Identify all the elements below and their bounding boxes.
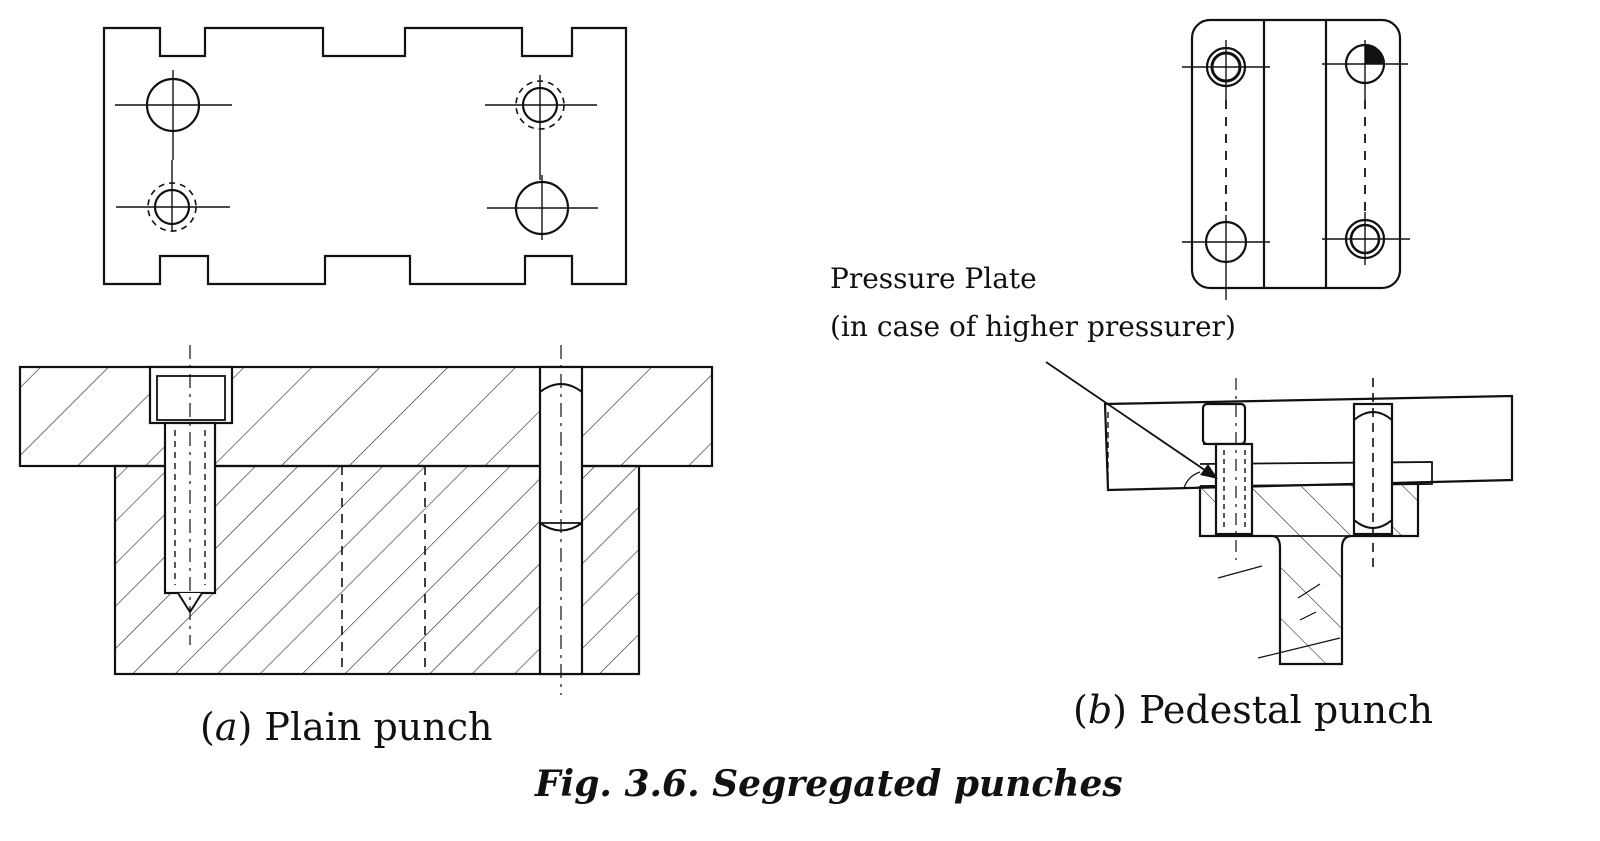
caption-a-letter: a <box>214 705 238 749</box>
caption-b-text: Pedestal punch <box>1139 688 1433 732</box>
screw-shank <box>163 421 217 595</box>
plain-punch-section-view <box>18 345 714 695</box>
pedestal-punch-plan-view <box>1182 18 1410 300</box>
caption-pedestal-punch: (b) Pedestal punch <box>1073 688 1433 732</box>
leader-arrowhead <box>1200 464 1218 479</box>
caption-a-text: Plain punch <box>264 705 493 749</box>
backing-plate <box>18 365 714 468</box>
figure-caption: Fig. 3.6. Segregated punches <box>535 763 1123 805</box>
plain-punch-plate-outline <box>102 26 628 286</box>
pedestal-plate-outline <box>1190 18 1402 290</box>
plain-punch-plan-view <box>102 26 628 286</box>
pressure-plate-note: (in case of higher pressurer) <box>830 310 1236 343</box>
screw-shank <box>1214 442 1254 536</box>
screw-head <box>1201 402 1247 446</box>
pressure-plate-label-line2: (in case of higher pressurer) <box>830 310 1236 343</box>
pressure-plate-label-line1: Pressure Plate <box>830 262 1037 295</box>
pedestal-punch-section-view <box>1045 361 1514 666</box>
pressure-plate-label: Pressure Plate <box>830 262 1037 295</box>
caption-plain-punch: (a) Plain punch <box>200 705 493 749</box>
pressure-plate-leader <box>1045 361 1216 478</box>
caption-b-letter: b <box>1087 688 1113 732</box>
